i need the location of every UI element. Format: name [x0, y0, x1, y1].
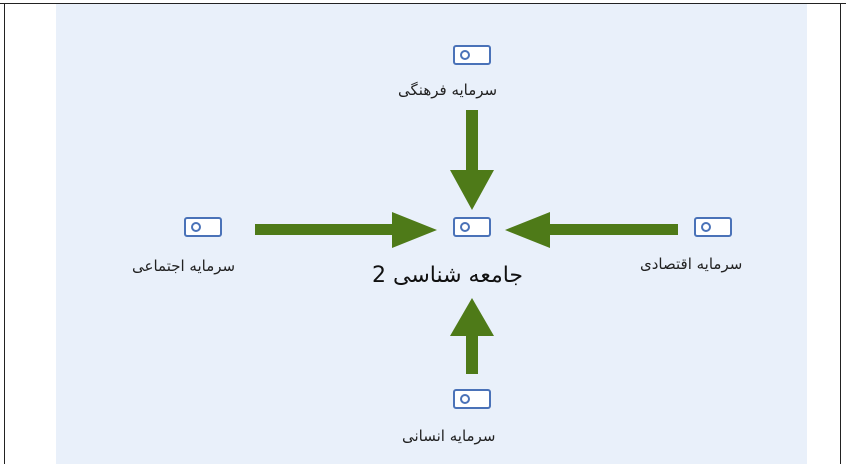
arrow-bottom-to-center [450, 298, 494, 374]
key-card-icon [452, 216, 492, 238]
arrow-top-to-center [450, 110, 494, 210]
frame-right-border [840, 3, 841, 464]
key-card-icon [183, 216, 223, 238]
diagram-panel [56, 4, 807, 464]
arrow-right-to-center [505, 212, 678, 248]
key-card-icon [452, 388, 492, 410]
node-label-top: سرمایه فرهنگی [398, 81, 498, 99]
node-label-bottom: سرمایه انسانی [402, 427, 496, 445]
node-label-left: سرمایه اجتماعی [132, 257, 236, 275]
arrow-left-to-center [255, 212, 437, 248]
center-label: جامعه شناسی 2 [372, 263, 524, 288]
key-card-icon [452, 44, 492, 66]
frame-left-border [4, 3, 5, 464]
key-card-icon [693, 216, 733, 238]
frame-top-border [0, 3, 846, 4]
node-label-right: سرمایه اقتصادی [640, 255, 743, 273]
